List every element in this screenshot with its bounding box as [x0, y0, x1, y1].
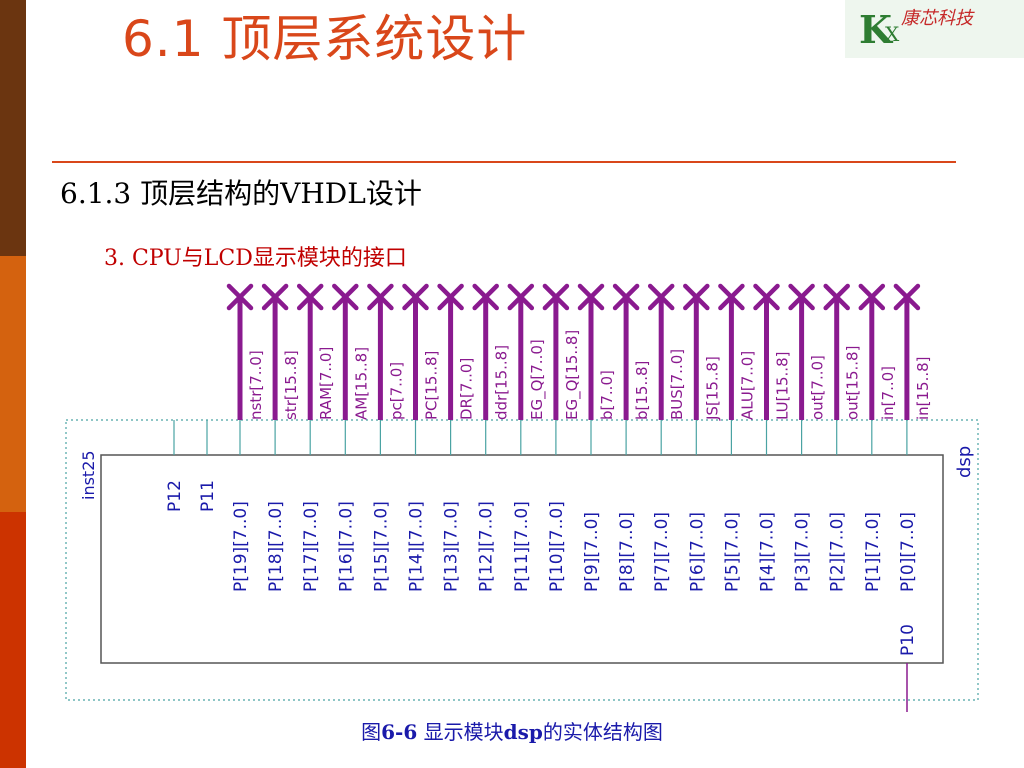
port-label: P[10][7..0]: [547, 501, 567, 592]
no-connect-mark: [823, 283, 850, 311]
signal-label: str[15..8]: [282, 350, 300, 420]
logo-x-letter: X: [885, 22, 900, 46]
signal-label: JS[15..8]: [703, 356, 721, 421]
signal-label: LU[15..8]: [774, 352, 792, 420]
caption-suffix: 的实体结构图: [542, 720, 663, 744]
signal-label: BUS[7..0]: [668, 349, 686, 420]
entity-name-label: dsp: [954, 446, 975, 478]
signal-label: out[15..8]: [844, 346, 862, 420]
signal-label: PC[15..8]: [423, 351, 441, 420]
signal-label: b[15..8]: [633, 361, 651, 420]
signal-label: ddr[15..8]: [493, 345, 511, 420]
no-connect-mark: [577, 283, 605, 311]
signal-label: EG_Q[15..8]: [563, 330, 582, 420]
bottom-port-label: P10: [898, 624, 918, 656]
no-connect-mark: [683, 283, 710, 311]
no-connect-mark: [893, 283, 921, 311]
port-label: P[6][7..0]: [687, 512, 707, 592]
port-label: P[2][7..0]: [828, 512, 848, 592]
signal-label: b[7..0]: [598, 370, 616, 420]
no-connect-mark: [402, 283, 429, 311]
entity-box: [100, 454, 944, 664]
signal-label: DR[7..0]: [458, 358, 476, 420]
signal-label: ALU[7..0]: [738, 351, 756, 420]
left-port-label-p12: P12: [165, 480, 185, 512]
caption-mid: 显示模块: [417, 720, 504, 744]
no-connect-mark: [226, 283, 254, 311]
port-label: P[7][7..0]: [652, 512, 672, 592]
sidebar-band-top: [0, 0, 26, 256]
slide-subtitle: 6.1.3 顶层结构的VHDL设计: [60, 177, 422, 210]
no-connect-mark: [647, 283, 675, 311]
no-connect-mark: [296, 283, 324, 311]
no-connect-mark: [332, 283, 359, 311]
port-label: P[0][7..0]: [898, 512, 918, 592]
caption-prefix: 图: [361, 720, 382, 744]
signal-label: out[7..0]: [809, 355, 827, 420]
no-connect-mark: [718, 283, 745, 311]
no-connect-mark: [437, 283, 464, 311]
title-divider: [52, 161, 956, 163]
company-logo: K X 康芯科技: [845, 0, 1024, 58]
caption-number: 6-6: [381, 720, 418, 744]
port-label: P[5][7..0]: [722, 512, 742, 592]
port-label: P[18][7..0]: [266, 501, 286, 592]
no-connect-mark: [858, 283, 886, 311]
signal-label: RAM[7..0]: [317, 347, 335, 420]
no-connect-mark: [788, 283, 815, 311]
signal-label: in[7..0]: [879, 366, 897, 420]
signal-label: in[15..8]: [914, 356, 932, 420]
port-label: P[15][7..0]: [371, 501, 391, 592]
section-heading: 3. CPU与LCD显示模块的接口: [104, 246, 407, 271]
port-label: P[11][7..0]: [512, 501, 532, 592]
instance-name-label: inst25: [79, 450, 98, 500]
no-connect-mark: [367, 283, 394, 311]
no-connect-mark: [261, 283, 289, 311]
port-label: P[19][7..0]: [231, 501, 251, 592]
logo-company-name: 康芯科技: [901, 8, 973, 29]
port-label: P[3][7..0]: [793, 512, 813, 592]
signal-label: nstr[7..0]: [247, 350, 265, 420]
port-label: P[1][7..0]: [863, 512, 883, 592]
no-connect-mark: [753, 283, 780, 311]
port-label: P[12][7..0]: [477, 501, 497, 592]
port-label: P[16][7..0]: [336, 501, 356, 592]
signal-label: EG_Q[7..0]: [528, 339, 547, 420]
figure-caption: 图6-6 显示模块dsp的实体结构图: [0, 716, 1024, 745]
caption-entity: dsp: [503, 720, 543, 744]
signal-label: pc[7..0]: [387, 362, 405, 420]
port-label: P[9][7..0]: [582, 512, 602, 592]
no-connect-mark: [612, 283, 640, 311]
port-label: P[4][7..0]: [758, 512, 778, 592]
port-label: P[17][7..0]: [301, 501, 321, 592]
logo-k-letter: K: [859, 7, 893, 52]
left-port-label-p11: P11: [198, 480, 218, 512]
slide-title: 6.1 顶层系统设计: [122, 10, 528, 68]
no-connect-mark: [507, 283, 535, 311]
port-label: P[8][7..0]: [617, 512, 637, 592]
no-connect-mark: [472, 283, 499, 311]
no-connect-mark: [542, 283, 570, 311]
port-label: P[14][7..0]: [407, 501, 427, 592]
port-label: P[13][7..0]: [442, 501, 462, 592]
sidebar-band-bottom: [0, 512, 26, 768]
signal-label: AM[15..8]: [352, 347, 370, 420]
sidebar-band-middle: [0, 256, 26, 512]
